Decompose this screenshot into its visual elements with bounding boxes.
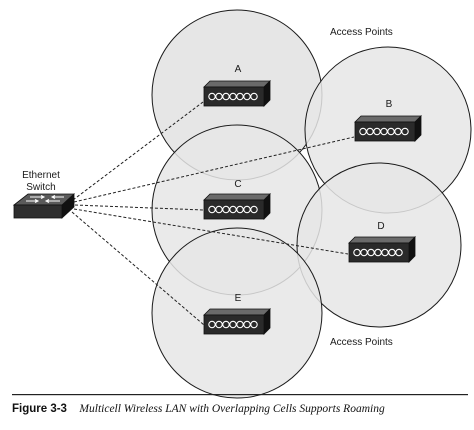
link-to-c [74, 204, 205, 211]
access-point-e: E [203, 293, 271, 335]
access-point-icon [203, 80, 271, 107]
figure-caption: Figure 3-3 Multicell Wireless LAN with O… [12, 399, 385, 416]
ap-label-a: A [235, 64, 242, 75]
figure-title: Multicell Wireless LAN with Overlapping … [78, 403, 385, 415]
access-point-b: B [354, 99, 422, 142]
access-points-label-bottom: Access Points [330, 337, 393, 348]
ap-label-c: C [234, 179, 241, 190]
access-point-icon [348, 236, 416, 263]
switch-label-line2: Switch [26, 182, 55, 193]
switch-label-line1: Ethernet [22, 170, 60, 181]
access-point-c: C [203, 179, 271, 220]
access-point-icon [203, 193, 271, 220]
link-to-d [73, 208, 349, 255]
access-point-a: A [203, 64, 271, 107]
link-to-a [72, 101, 204, 201]
coverage-cells [151, 9, 472, 399]
access-point-icon [203, 308, 271, 335]
ethernet-switch: Ethernet Switch [12, 170, 76, 219]
caption-rule [12, 394, 468, 396]
ap-label-d: D [377, 221, 384, 232]
figure-number: Figure 3-3 [12, 403, 67, 415]
wireless-links [71, 101, 355, 326]
link-to-b [73, 136, 355, 203]
ap-label-e: E [235, 293, 242, 304]
link-to-e [71, 211, 205, 326]
access-points-label-top: Access Points [330, 27, 393, 38]
ap-label-b: B [386, 99, 393, 110]
access-point-icon [354, 115, 422, 142]
access-point-d: D [348, 221, 416, 263]
ethernet-switch-icon [12, 193, 76, 219]
